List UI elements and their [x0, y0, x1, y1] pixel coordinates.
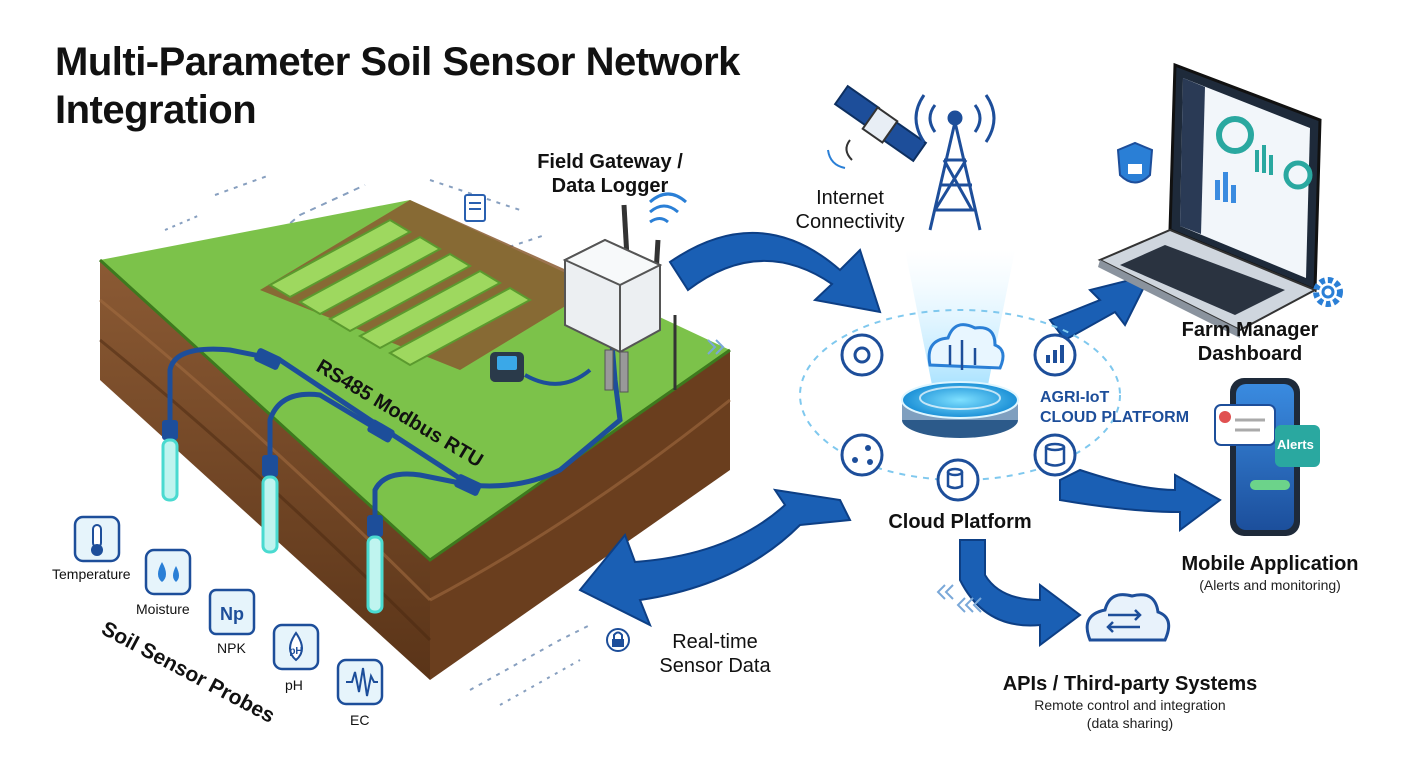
- realtime-data-label-line-1: Real-time: [672, 631, 758, 653]
- arrow-cloud-to-field: [578, 488, 852, 628]
- chevron-decor: [707, 339, 982, 613]
- satellite-icon: [827, 84, 928, 169]
- realtime-data-label: Real-time Sensor Data: [640, 630, 790, 678]
- wifi-icon: [649, 192, 687, 224]
- dashboard-label: Farm Manager Dashboard: [1160, 318, 1340, 366]
- cloud-platform-label: Cloud Platform: [888, 511, 1032, 533]
- lock-shield-icon: [1116, 141, 1154, 184]
- title-line-1: Multi-Parameter Soil Sensor Network: [55, 40, 740, 84]
- soil-probe-1: [161, 420, 179, 502]
- title-line-2: Integration: [55, 88, 257, 132]
- doc-icon: [464, 194, 486, 222]
- soil-probe-2: [261, 455, 279, 554]
- soil-side-right: [430, 350, 730, 680]
- gateway-box: [562, 204, 677, 393]
- ph-icon-text: pH: [289, 646, 302, 657]
- realtime-data-label-line-2: Sensor Data: [659, 655, 771, 677]
- ec-label: EC: [350, 712, 370, 728]
- cloud-platform-name-line-2: CLOUD PLATFORM: [1040, 409, 1190, 426]
- sensor-node: [490, 352, 524, 382]
- soil-probe-3: [366, 515, 384, 614]
- apis-subtitle-1: Remote control and integration: [1034, 697, 1226, 713]
- gateway-label-line-1: Field Gateway /: [537, 151, 683, 173]
- gateway-label-line-2: Data Logger: [551, 175, 669, 197]
- data-stream-decor-bottom: [469, 624, 591, 706]
- page-title: Multi-Parameter Soil Sensor Network Inte…: [55, 38, 740, 134]
- small-lock-icon: [606, 628, 630, 652]
- gear-icon: [1313, 277, 1343, 307]
- ec-icon: [336, 658, 384, 706]
- mobile-alert-bubble-text: Alerts: [1277, 437, 1314, 452]
- npk-label: NPK: [217, 640, 246, 656]
- cloud-node-icons: [840, 333, 1077, 502]
- moisture-icon: [144, 548, 192, 596]
- ph-icon: pH: [272, 623, 320, 671]
- laptop-dashboard-graphic: [1097, 62, 1322, 338]
- cloud-platform-name: AGRI-IoT CLOUD PLATFORM: [1040, 388, 1210, 428]
- internet-label-line-1: Internet: [816, 187, 884, 209]
- phone-graphic: [1214, 378, 1320, 536]
- cloud-platform-graphic: [799, 250, 1121, 481]
- crop-rows: [267, 218, 533, 367]
- arrow-cloud-to-mobile: [1059, 468, 1222, 532]
- flow-arrows: [578, 231, 1222, 647]
- mobile-app-subtitle: (Alerts and monitoring): [1199, 577, 1341, 593]
- dashboard-label-line-2: Dashboard: [1197, 343, 1303, 365]
- npk-icon: Np: [208, 588, 256, 636]
- arrow-cloud-to-apis: [959, 539, 1082, 647]
- apis-subtitle-2: (data sharing): [1086, 715, 1174, 731]
- internet-label-line-2: Connectivity: [795, 211, 905, 233]
- gateway-label: Field Gateway / Data Logger: [520, 150, 700, 198]
- mobile-app-title: Mobile Application: [1181, 553, 1359, 575]
- arrow-gateway-to-cloud: [668, 231, 882, 314]
- internet-label: Internet Connectivity: [770, 186, 930, 234]
- apis-title: APIs / Third-party Systems: [1002, 673, 1258, 695]
- cloud-platform-name-line-1: AGRI-IoT: [1040, 389, 1110, 406]
- dashboard-label-line-1: Farm Manager: [1181, 319, 1319, 341]
- npk-icon-text: Np: [220, 604, 244, 624]
- temperature-label: Temperature: [52, 566, 131, 582]
- moisture-label: Moisture: [136, 601, 190, 617]
- ph-label: pH: [285, 677, 303, 693]
- cell-tower-icon: [914, 94, 996, 231]
- temperature-icon: [73, 515, 121, 563]
- api-cloud-icon: [1085, 593, 1171, 642]
- arrow-cloud-to-dashboard: [1048, 273, 1152, 342]
- cable-connectors: [254, 348, 482, 496]
